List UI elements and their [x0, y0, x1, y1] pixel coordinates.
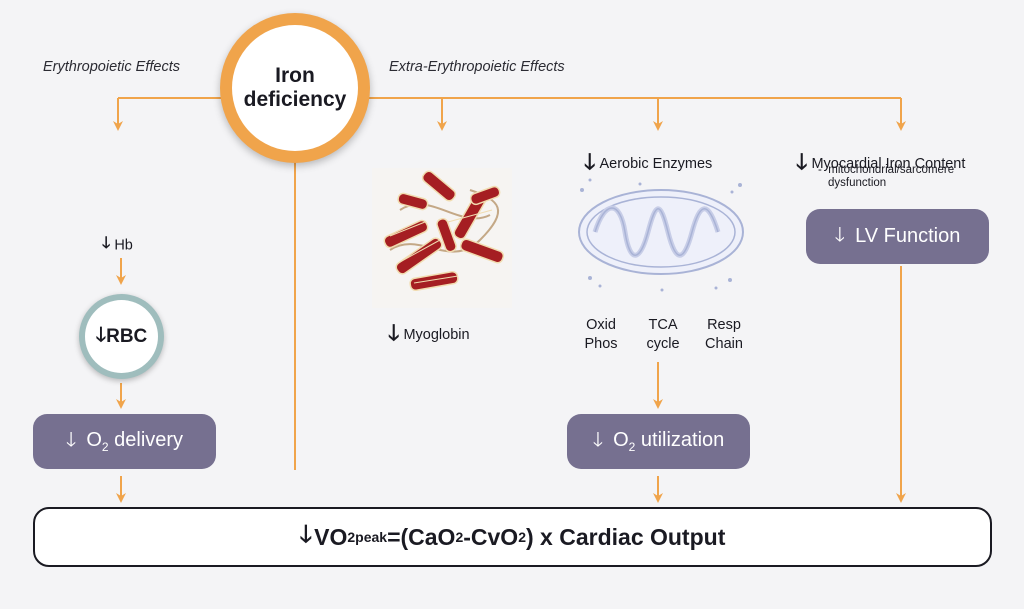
down-arrow-icon: 🡓 [388, 320, 400, 345]
mitochondrion-icon [578, 178, 744, 292]
o2-utilization-label: O2 utilization [613, 429, 725, 454]
down-arrow-icon: 🡓 [796, 149, 808, 174]
extra-erythropoietic-effects-label: Extra-Erythropoietic Effects [389, 59, 565, 75]
aerobic-enzymes-node: 🡓Aerobic Enzymes [584, 145, 712, 183]
iron-deficiency-node: Iron deficiency [220, 13, 370, 163]
myocardial-iron-label: Myocardial Iron Content [811, 155, 966, 172]
o2-delivery-label: O2 delivery [86, 429, 184, 454]
down-arrow-icon: 🡓 [584, 149, 596, 174]
myoglobin-structure-icon [372, 168, 512, 308]
hb-label: Hb [114, 237, 133, 254]
o2-delivery-node: 🡓 O2 delivery [33, 414, 216, 469]
rbc-label: RBC [106, 325, 148, 347]
myoglobin-label: Myoglobin [403, 326, 470, 343]
down-arrow-icon: 🡓 [102, 235, 111, 252]
hb-node: 🡓Hb [102, 232, 133, 259]
down-arrow-icon: 🡓 [592, 428, 604, 451]
lv-function-label: LV Function [855, 225, 961, 247]
aerobic-enzymes-label: Aerobic Enzymes [599, 155, 713, 172]
hub-line2: deficiency [243, 88, 347, 111]
lv-function-node: 🡓 LV Function [806, 209, 989, 264]
erythropoietic-effects-label: Erythropoietic Effects [43, 59, 180, 75]
down-arrow-icon: 🡓 [834, 223, 846, 246]
down-arrow-icon: 🡓 [65, 428, 77, 451]
hub-line1: Iron [275, 64, 315, 87]
down-arrow-icon: 🡓 [299, 520, 313, 548]
rbc-node: 🡓RBC [79, 294, 164, 379]
myoglobin-node: 🡓Myoglobin [388, 316, 470, 354]
down-arrow-icon: 🡓 [95, 323, 107, 346]
o2-utilization-node: 🡓 O2 utilization [567, 414, 750, 469]
myocardial-dysfunction-note: - mitochondrial/sarcomere dysfunction [818, 164, 955, 189]
myocardial-iron-node: 🡓Myocardial Iron Content [796, 145, 965, 183]
